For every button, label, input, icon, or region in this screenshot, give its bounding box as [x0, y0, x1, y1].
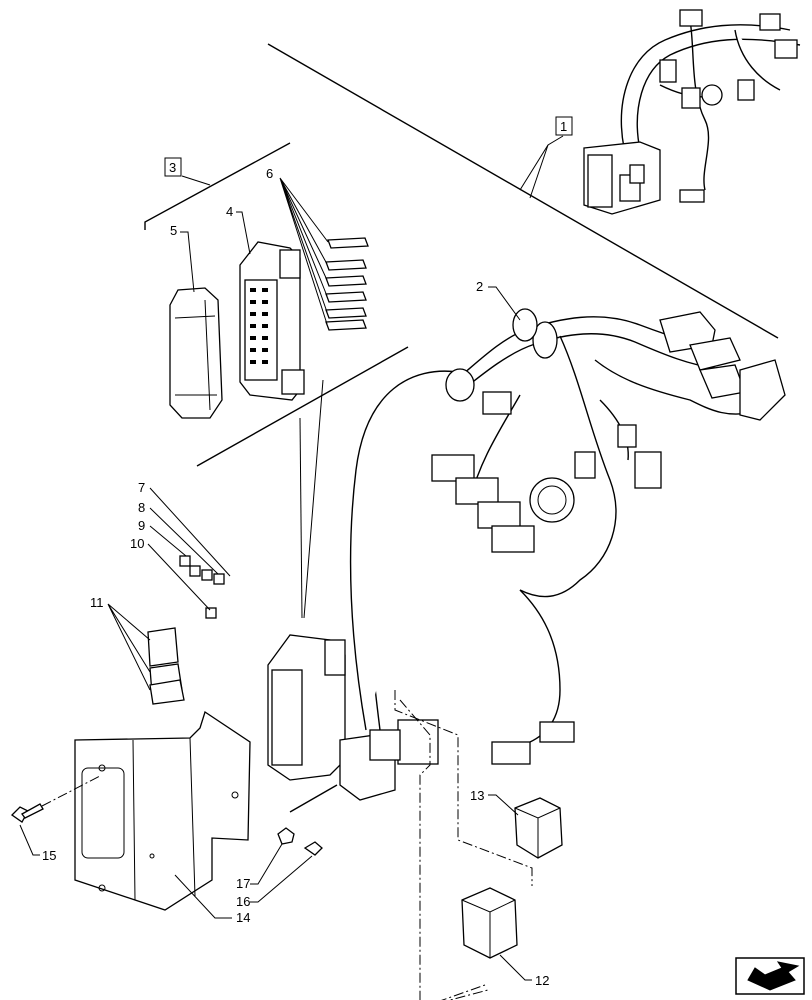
next-page-arrow-icon[interactable]: [735, 957, 805, 995]
connector-cover: 5: [169, 223, 223, 419]
svg-text:6: 6: [266, 166, 273, 181]
bolt: 15: [10, 775, 101, 863]
svg-text:11: 11: [90, 595, 104, 610]
divider-lines: [144, 43, 779, 813]
fuse-relay-box: [267, 379, 401, 801]
svg-text:13: 13: [470, 788, 484, 803]
svg-text:9: 9: [138, 518, 145, 533]
svg-text:15: 15: [42, 848, 56, 863]
svg-text:3: 3: [169, 160, 176, 175]
connector-body: 4: [226, 204, 305, 401]
terminal-strips: 6: [266, 166, 369, 331]
fuses: 7 8 9 10: [130, 480, 231, 619]
svg-text:16: 16: [236, 894, 250, 909]
connector-pins: [250, 288, 268, 364]
relay-12: 12: [461, 887, 549, 988]
svg-text:12: 12: [535, 973, 549, 988]
relay-13: 13: [470, 788, 563, 859]
small-relays: 11: [90, 595, 185, 705]
assembly-paths: [394, 690, 533, 1000]
mounting-bracket: 14: [74, 710, 251, 925]
svg-text:2: 2: [476, 279, 483, 294]
nut-and-screw: 17 16: [236, 827, 323, 909]
svg-text:5: 5: [170, 223, 177, 238]
main-harness: 2: [349, 279, 786, 765]
svg-text:17: 17: [236, 876, 250, 891]
svg-text:4: 4: [226, 204, 233, 219]
callout-3: 3: [164, 157, 211, 186]
svg-text:8: 8: [138, 500, 145, 515]
svg-text:1: 1: [560, 119, 567, 134]
svg-text:14: 14: [236, 910, 250, 925]
svg-text:7: 7: [138, 480, 145, 495]
upper-harness-assembly: [583, 9, 801, 215]
svg-text:10: 10: [130, 536, 144, 551]
callout-1: 1: [519, 116, 573, 199]
